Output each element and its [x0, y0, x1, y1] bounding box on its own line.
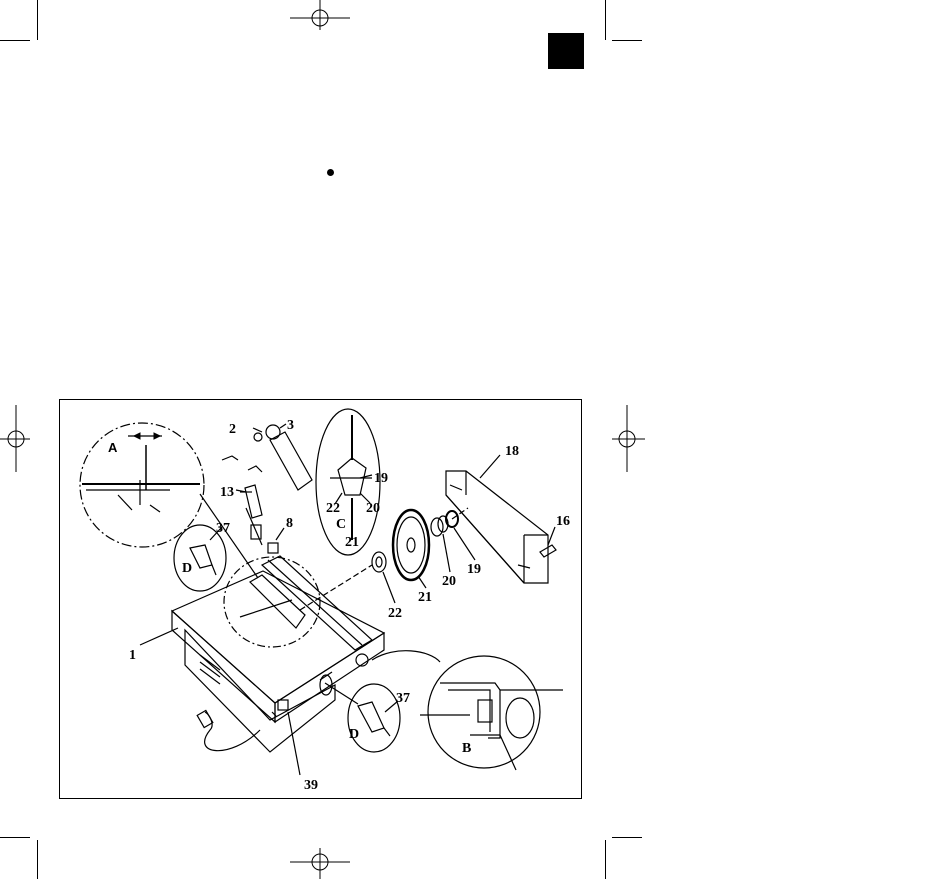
- callout-21: 21: [345, 535, 359, 550]
- callout-22: 22: [326, 501, 340, 516]
- callout-37: 37: [396, 691, 410, 706]
- callout-18: 18: [505, 444, 519, 459]
- detail-label-d: D: [349, 727, 359, 742]
- callout-19: 19: [467, 562, 481, 577]
- callout-13: 13: [220, 485, 234, 500]
- callout-1: 1: [129, 648, 136, 663]
- callout-20: 20: [366, 501, 380, 516]
- detail-label-b: B: [462, 741, 471, 756]
- callout-37: 37: [216, 521, 230, 536]
- callout-21: 21: [418, 590, 432, 605]
- callout-2: 2: [229, 422, 236, 437]
- detail-label-c: C: [336, 517, 346, 532]
- detail-label-a: A: [108, 440, 118, 455]
- callout-19: 19: [374, 471, 388, 486]
- detail-label-d: D: [182, 561, 192, 576]
- callout-3: 3: [287, 418, 294, 433]
- callout-20: 20: [442, 574, 456, 589]
- callout-16: 16: [556, 514, 570, 529]
- callout-22: 22: [388, 606, 402, 621]
- callout-8: 8: [286, 516, 293, 531]
- callout-39: 39: [304, 778, 318, 793]
